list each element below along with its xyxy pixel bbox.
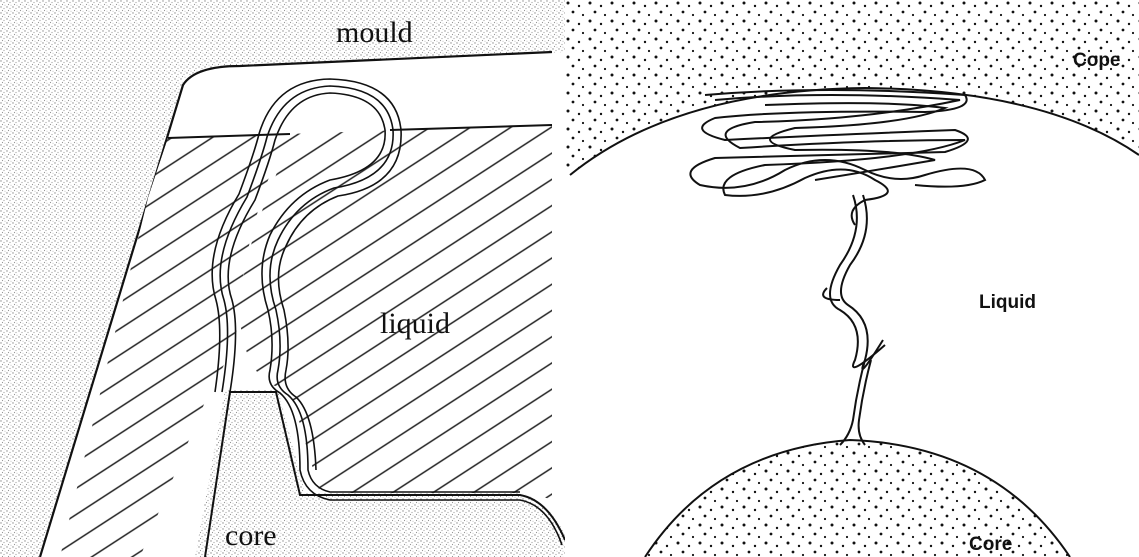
label-liquid-left: liquid xyxy=(380,307,450,340)
tangled-bifilm xyxy=(690,90,985,445)
label-mould: mould xyxy=(336,16,413,49)
bifilm-mould-core-diagram: mould liquid core xyxy=(0,0,565,557)
label-core-left: core xyxy=(225,519,277,552)
label-liquid-right: Liquid xyxy=(979,292,1036,313)
mould-core-illustration: mould liquid core xyxy=(0,0,565,557)
label-cope: Cope xyxy=(1073,50,1121,71)
cope-core-illustration: Cope Liquid Core xyxy=(565,0,1139,557)
label-core-right: Core xyxy=(969,534,1012,555)
bifilm-cope-core-diagram: Cope Liquid Core xyxy=(565,0,1139,557)
